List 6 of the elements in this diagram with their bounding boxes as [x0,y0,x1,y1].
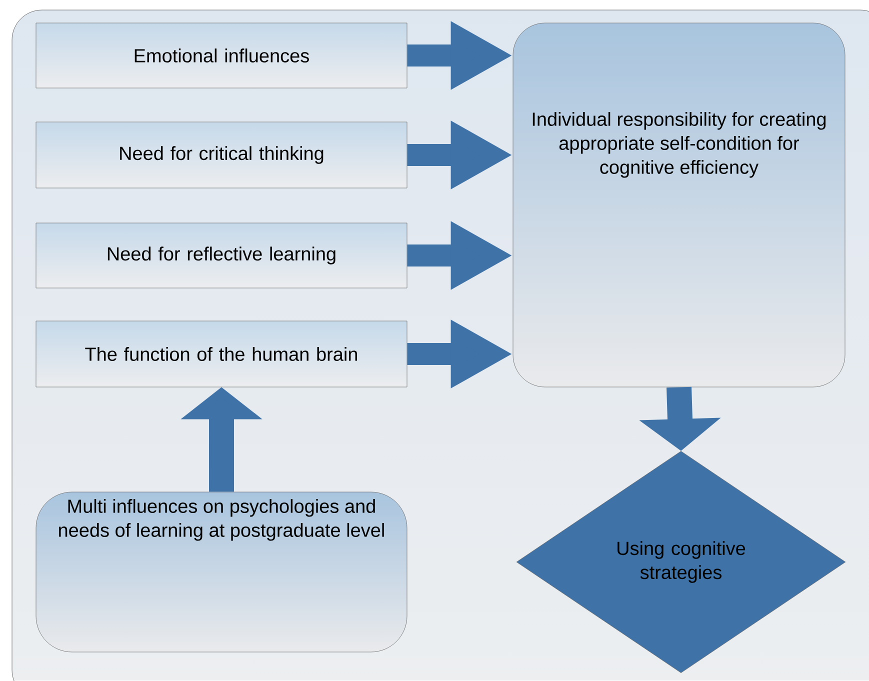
process-box: Need for critical thinking [36,122,408,188]
process-box: Need for reflective learning [36,222,408,288]
process-box: Emotional influences [36,22,408,88]
process-box: The function of the human brain [36,320,408,388]
rounded-box: Individual responsibility for creating appropriate self-condition for cognitive efficiency [512,22,846,388]
rounded-box: Multi influences on psychologies and needs of learning at postgraduate level [36,492,408,652]
